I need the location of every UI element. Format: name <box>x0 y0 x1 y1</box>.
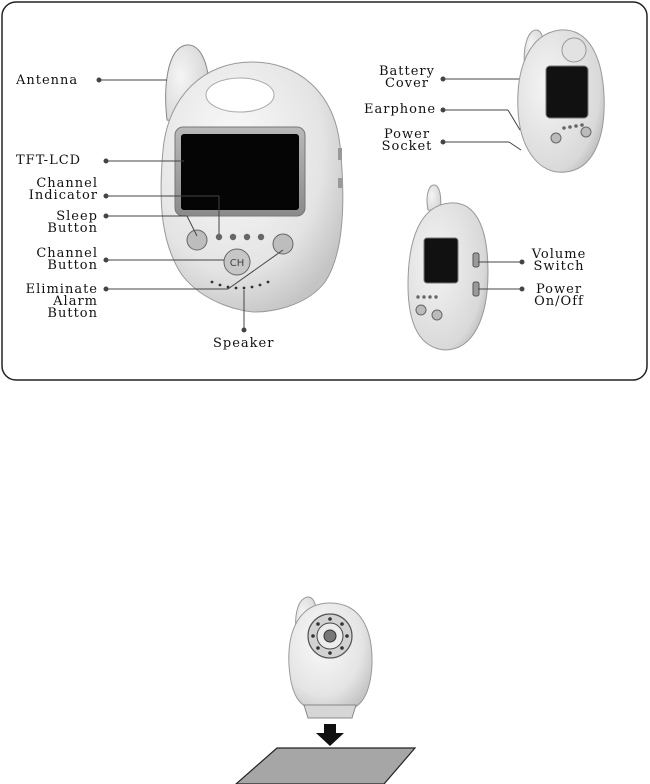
label-earphone: Earphone <box>364 104 436 116</box>
placement-surface <box>236 748 415 784</box>
down-arrow-icon <box>316 724 344 746</box>
back-screen <box>546 66 588 118</box>
battery-cover-circle <box>562 38 586 62</box>
sleep-button-icon <box>187 230 207 250</box>
camera-stand <box>304 705 356 718</box>
side-switch <box>338 148 342 160</box>
label-power-socket: Power Socket <box>372 129 442 153</box>
label-antenna: Antenna <box>16 75 78 87</box>
label-channel-indicator: Channel Indicator <box>10 178 98 202</box>
volume-switch-part <box>473 253 479 267</box>
label-sleep-button: Sleep Button <box>10 211 98 235</box>
alarm-button-icon <box>273 234 293 254</box>
label-power-onoff: Power On/Off <box>524 284 594 308</box>
ch-button-text: CH <box>230 258 245 269</box>
back-view-monitor <box>518 30 604 172</box>
side-switch-2 <box>338 178 342 188</box>
side-screen <box>424 238 458 283</box>
camera-unit <box>289 597 372 718</box>
label-tft-lcd: TFT-LCD <box>16 155 81 167</box>
label-channel-button: Channel Button <box>10 248 98 272</box>
back-button-1 <box>551 133 561 143</box>
screen <box>181 134 299 210</box>
side-button-2 <box>432 310 442 320</box>
carry-handle-hole <box>206 78 274 112</box>
label-eliminate-alarm-button: Eliminate Alarm Button <box>10 284 98 320</box>
label-volume-switch: Volume Switch <box>524 249 594 273</box>
label-battery-cover: Battery Cover <box>372 66 442 90</box>
label-speaker: Speaker <box>213 338 274 350</box>
side-button-1 <box>416 305 426 315</box>
camera-lens <box>324 630 336 642</box>
back-button-2 <box>581 127 591 137</box>
